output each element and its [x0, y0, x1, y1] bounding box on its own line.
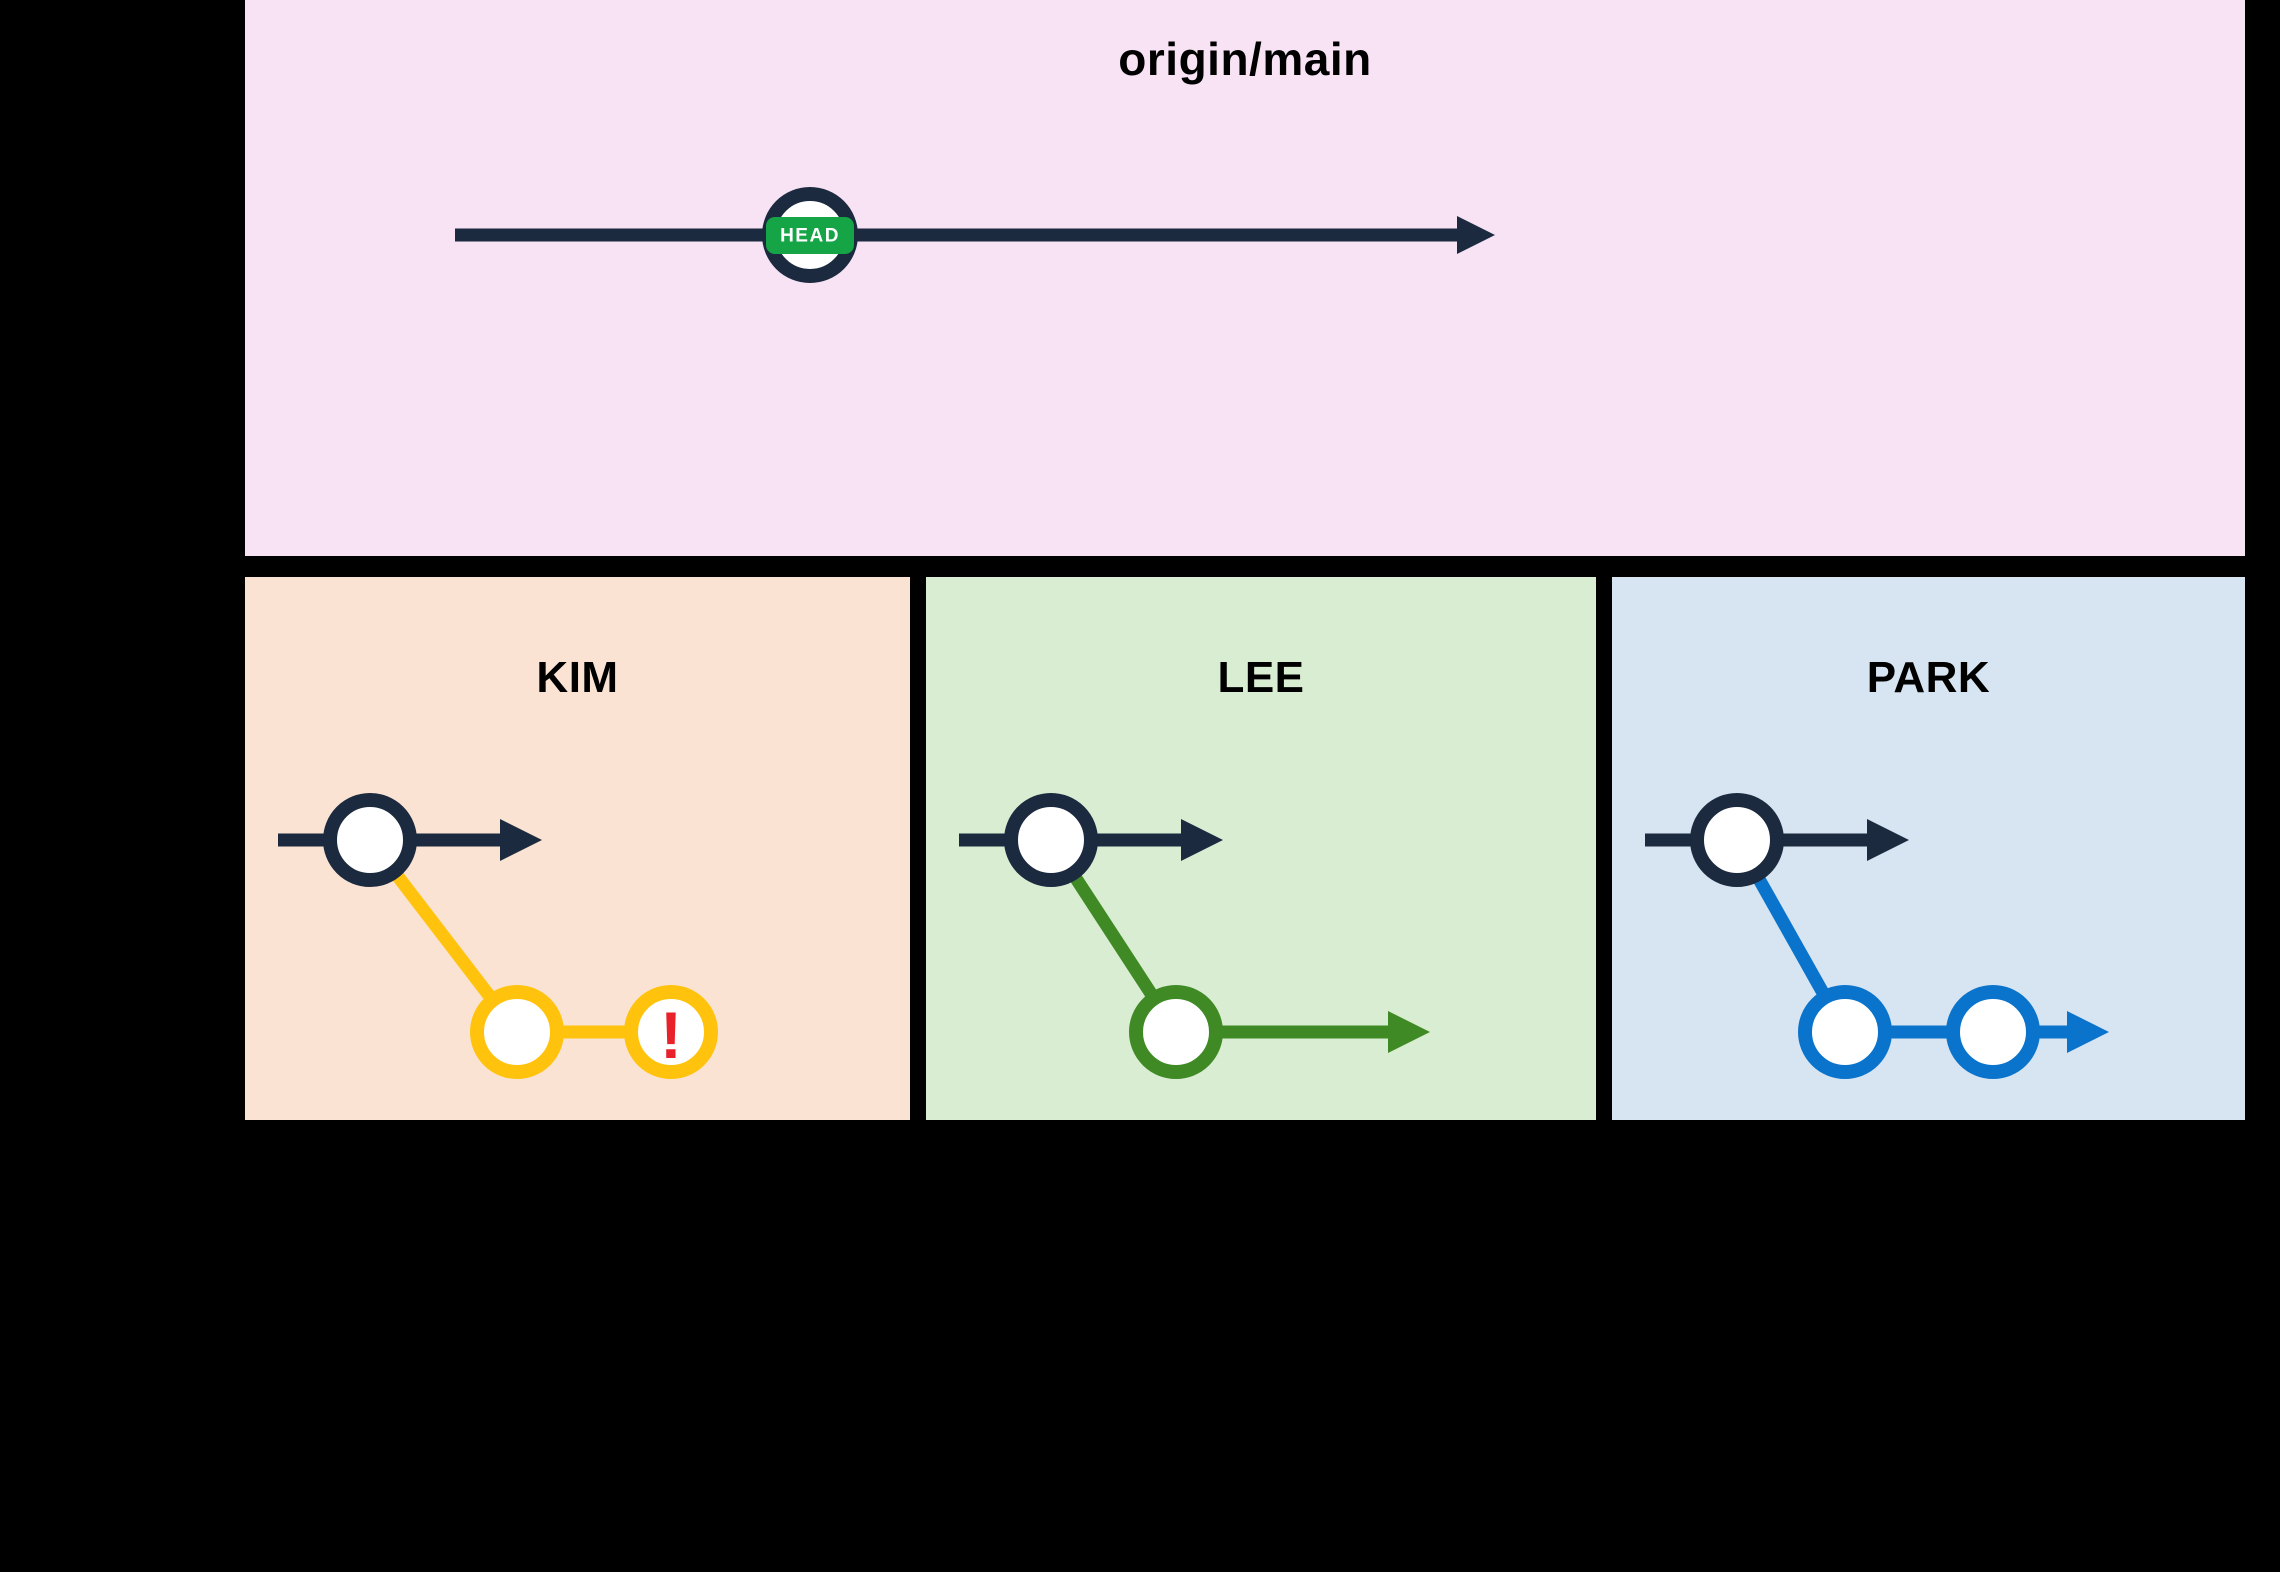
park-branch-arrowhead-icon: [2067, 1011, 2109, 1053]
dev-panel-park: PARK: [1612, 577, 2245, 1120]
lee-base-commit-node: [1004, 793, 1098, 887]
kim-mainline-arrowhead-icon: [500, 819, 542, 861]
lee-branch-arrowhead-icon: [1388, 1011, 1430, 1053]
lee-mainline-arrowhead-icon: [1181, 819, 1223, 861]
park-local-commit-2: [1946, 985, 2040, 1079]
remote-timeline-graphic: HEAD: [455, 187, 1495, 283]
kim-base-commit-node: [323, 793, 417, 887]
kim-local-commit-2: [624, 985, 718, 1079]
head-badge: [766, 217, 854, 254]
remote-repo-panel: origin/main HEAD: [245, 0, 2245, 556]
park-mainline-arrowhead-icon: [1867, 819, 1909, 861]
dev-name-kim: KIM: [536, 653, 619, 702]
dev-panel-kim: KIM !: [245, 577, 910, 1120]
kim-local-commit-1: [470, 985, 564, 1079]
lee-local-commit-1: [1129, 985, 1223, 1079]
park-base-commit-node: [1690, 793, 1784, 887]
main-timeline-arrowhead-icon: [1457, 216, 1495, 254]
remote-branch-title: origin/main: [1118, 33, 1372, 85]
dev-name-lee: LEE: [1217, 653, 1305, 702]
kim-warning-exclamation-icon: !: [660, 998, 682, 1072]
lee-commit-graph: [959, 793, 1430, 1079]
dev-panel-lee: LEE: [926, 577, 1596, 1120]
dev-name-park: PARK: [1866, 653, 1991, 702]
head-badge-label: HEAD: [780, 226, 840, 247]
kim-commit-graph: !: [278, 793, 718, 1079]
park-local-commit-1: [1798, 985, 1892, 1079]
park-commit-graph: [1645, 793, 2109, 1079]
